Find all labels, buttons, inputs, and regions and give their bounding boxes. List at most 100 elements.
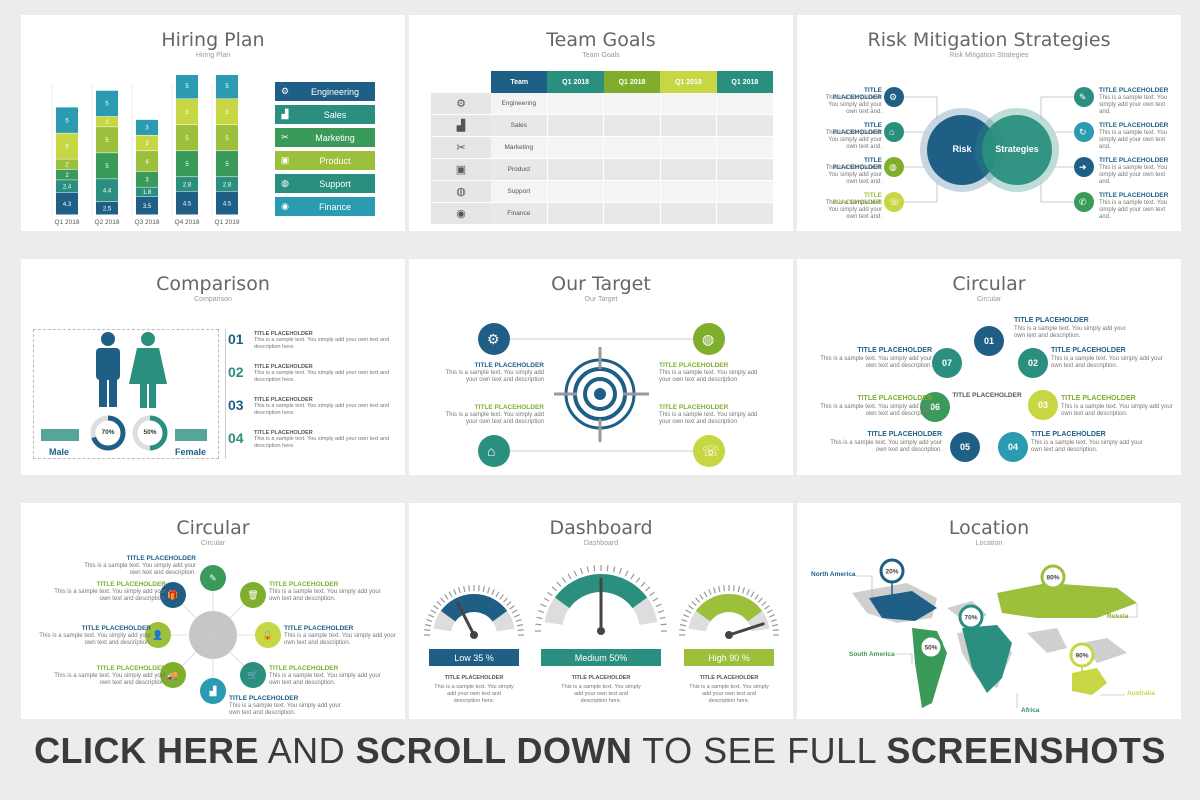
banner-click-here[interactable]: CLICK HERE [34,730,260,771]
row-label: Product [507,166,530,173]
region-label: Australia [1127,690,1155,697]
risk-label: Risk [952,144,972,154]
product-icon: ▣ [280,155,290,165]
bar-segment [136,151,158,172]
svg-text:⌂: ⌂ [487,443,495,459]
circular-item-title: TITLE PLACEHOLDER [284,625,354,632]
table-cell [546,115,604,136]
column-header: Q1 2018 [716,71,774,93]
slide-title: Dashboard [549,517,653,539]
slide-subtitle: Comparison [194,296,232,303]
circular-item-title: TITLE PLACEHOLDER [126,555,196,562]
column-header: Team [491,71,548,93]
table-cell [716,203,773,224]
male-percent: 70% [101,429,115,436]
bar-segment [56,180,78,193]
gauge-value-label: Medium 50% [541,649,661,666]
icon-circle [255,622,281,648]
circular-item-title: TITLE PLACEHOLDER [96,665,166,672]
bar-segment [216,151,238,177]
support-icon: ◍ [281,178,289,188]
slide-subtitle: Location [975,540,1003,547]
icon-circle [160,582,186,608]
svg-text:◍: ◍ [702,331,714,347]
legend-label: Marketing [315,132,355,143]
bar-segment [96,202,118,215]
circular-item-text: This is a sample text. You simply add yo… [229,703,341,716]
slide-risk-mitigation[interactable]: Risk Mitigation Strategies Risk Mitigati… [797,15,1181,231]
bar-label: 5 [185,110,189,116]
map-pin-icon [879,558,905,584]
bar-segment [96,179,118,202]
circular-item-text: This is a sample text. You simply add yo… [269,589,381,602]
table-row: ▟Sales [431,115,773,137]
risk-diagram: ⚙⌂◍☏ ✎↻➜✆ [884,87,1094,212]
banner-text: AND [259,730,356,771]
table-cell [659,115,717,136]
slide-title: Team Goals [546,29,656,51]
region-label: North America [811,571,856,578]
legend-label: Product [319,155,351,166]
item-title: TITLE PLACEHOLDER [254,364,313,370]
circular-item-title: TITLE PLACEHOLDER [96,581,166,588]
slide-comparison[interactable]: Comparison Comparison 70% 50% Male Femal… [21,259,405,475]
step-circle [974,326,1004,356]
circular-item-text: This is a sample text. You simply add yo… [1031,440,1143,453]
table-cell [659,137,717,158]
circular-item-text: This is a sample text. You simply add yo… [84,563,196,576]
bar-label: 2 [65,173,69,179]
risk-item-text: This is a sample text. You simply add yo… [825,130,882,150]
slide-circular-icons[interactable]: Circular Circular ✎🗑🔒🛒▟🚚👤🎁 TITLE PLACEHO… [21,503,405,719]
svg-text:☏: ☏ [889,197,900,207]
table-row: ◉Finance [431,203,773,225]
icon-circle [200,565,226,591]
tick-label: Q4 2018 [175,219,200,226]
table-row: ⚙Engineering [431,93,773,115]
slide-our-target[interactable]: Our Target Our Target ⚙◍⌂☏ TITLE PLACEHO… [409,259,793,475]
icon-circle [160,662,186,688]
circular-item-text: This is a sample text. You simply add yo… [1051,356,1163,369]
gauge-item-text: This is a sample text. You simply add yo… [434,684,514,704]
region-label: South America [849,651,895,658]
gauge-item-text: This is a sample text. You simply add yo… [561,684,641,704]
row-label: Marketing [504,144,534,151]
row-icon: ◍ [431,181,491,202]
target-item-text: This is a sample text. You simply add yo… [659,370,758,383]
table-cell [603,137,660,158]
column-header: Q1 2018 [547,71,604,93]
circular-item-text: This is a sample text. You simply add yo… [54,673,166,686]
item-text: This is a sample text. You simply add yo… [254,370,390,383]
step-circle [920,392,950,422]
step-circle [1028,390,1058,420]
risk-left-icons [884,87,904,212]
comparison-frame [33,329,219,459]
scroll-cta-banner[interactable]: CLICK HERE AND SCROLL DOWN TO SEE FULL S… [0,730,1200,772]
table-row: ▣Product [431,159,773,181]
slide-location[interactable]: Location Location 20%50%70%80%90% North … [797,503,1181,719]
slide-subtitle: Our Target [584,296,618,303]
pin-percent: 90% [1075,653,1088,660]
circular-item-title: TITLE PLACEHOLDER [857,347,932,354]
svg-text:☏: ☏ [702,443,720,459]
slide-dashboard[interactable]: Dashboard Dashboard Low 35 %TITLE PLACEH… [409,503,793,719]
dashboard-gauges [424,565,779,639]
icon-circle [240,662,266,688]
bar-label: 2.5 [103,207,112,213]
target-item-title: TITLE PLACEHOLDER [474,404,544,411]
svg-text:⚙: ⚙ [487,331,500,347]
circular-item-title: TITLE PLACEHOLDER [81,625,151,632]
svg-text:↻: ↻ [1079,127,1087,137]
strategies-label: Strategies [995,144,1039,154]
africa-region [962,625,1012,693]
circular-item-title: TITLE PLACEHOLDER [1031,431,1106,438]
risk-item-text: This is a sample text. You simply add yo… [825,165,882,185]
bar-label: 3 [145,178,149,184]
slide-title: Hiring Plan [161,29,265,51]
bar-segment [216,75,238,99]
